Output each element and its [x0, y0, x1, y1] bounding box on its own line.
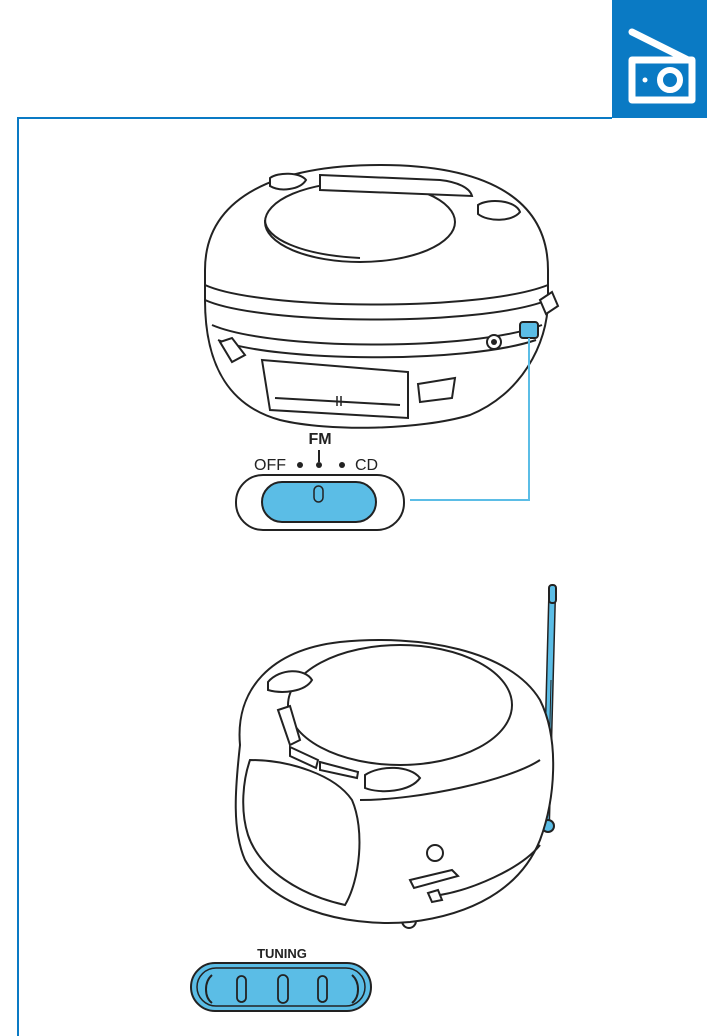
switch-label-off: OFF [254, 457, 286, 474]
switch-label-cd: CD [355, 457, 378, 474]
tuning-label: TUNING [257, 946, 307, 961]
device-front-view [234, 584, 557, 929]
mode-switch: FM OFF CD [235, 431, 405, 531]
radio-icon [628, 28, 696, 104]
switch-label-fm: FM [308, 431, 331, 448]
device-rear-view [204, 163, 560, 429]
section-frame [17, 117, 612, 1036]
radio-badge [612, 0, 707, 118]
tuning-control: TUNING [190, 946, 372, 1012]
leader-line [410, 338, 530, 501]
tuning-wheel[interactable] [190, 962, 372, 1012]
